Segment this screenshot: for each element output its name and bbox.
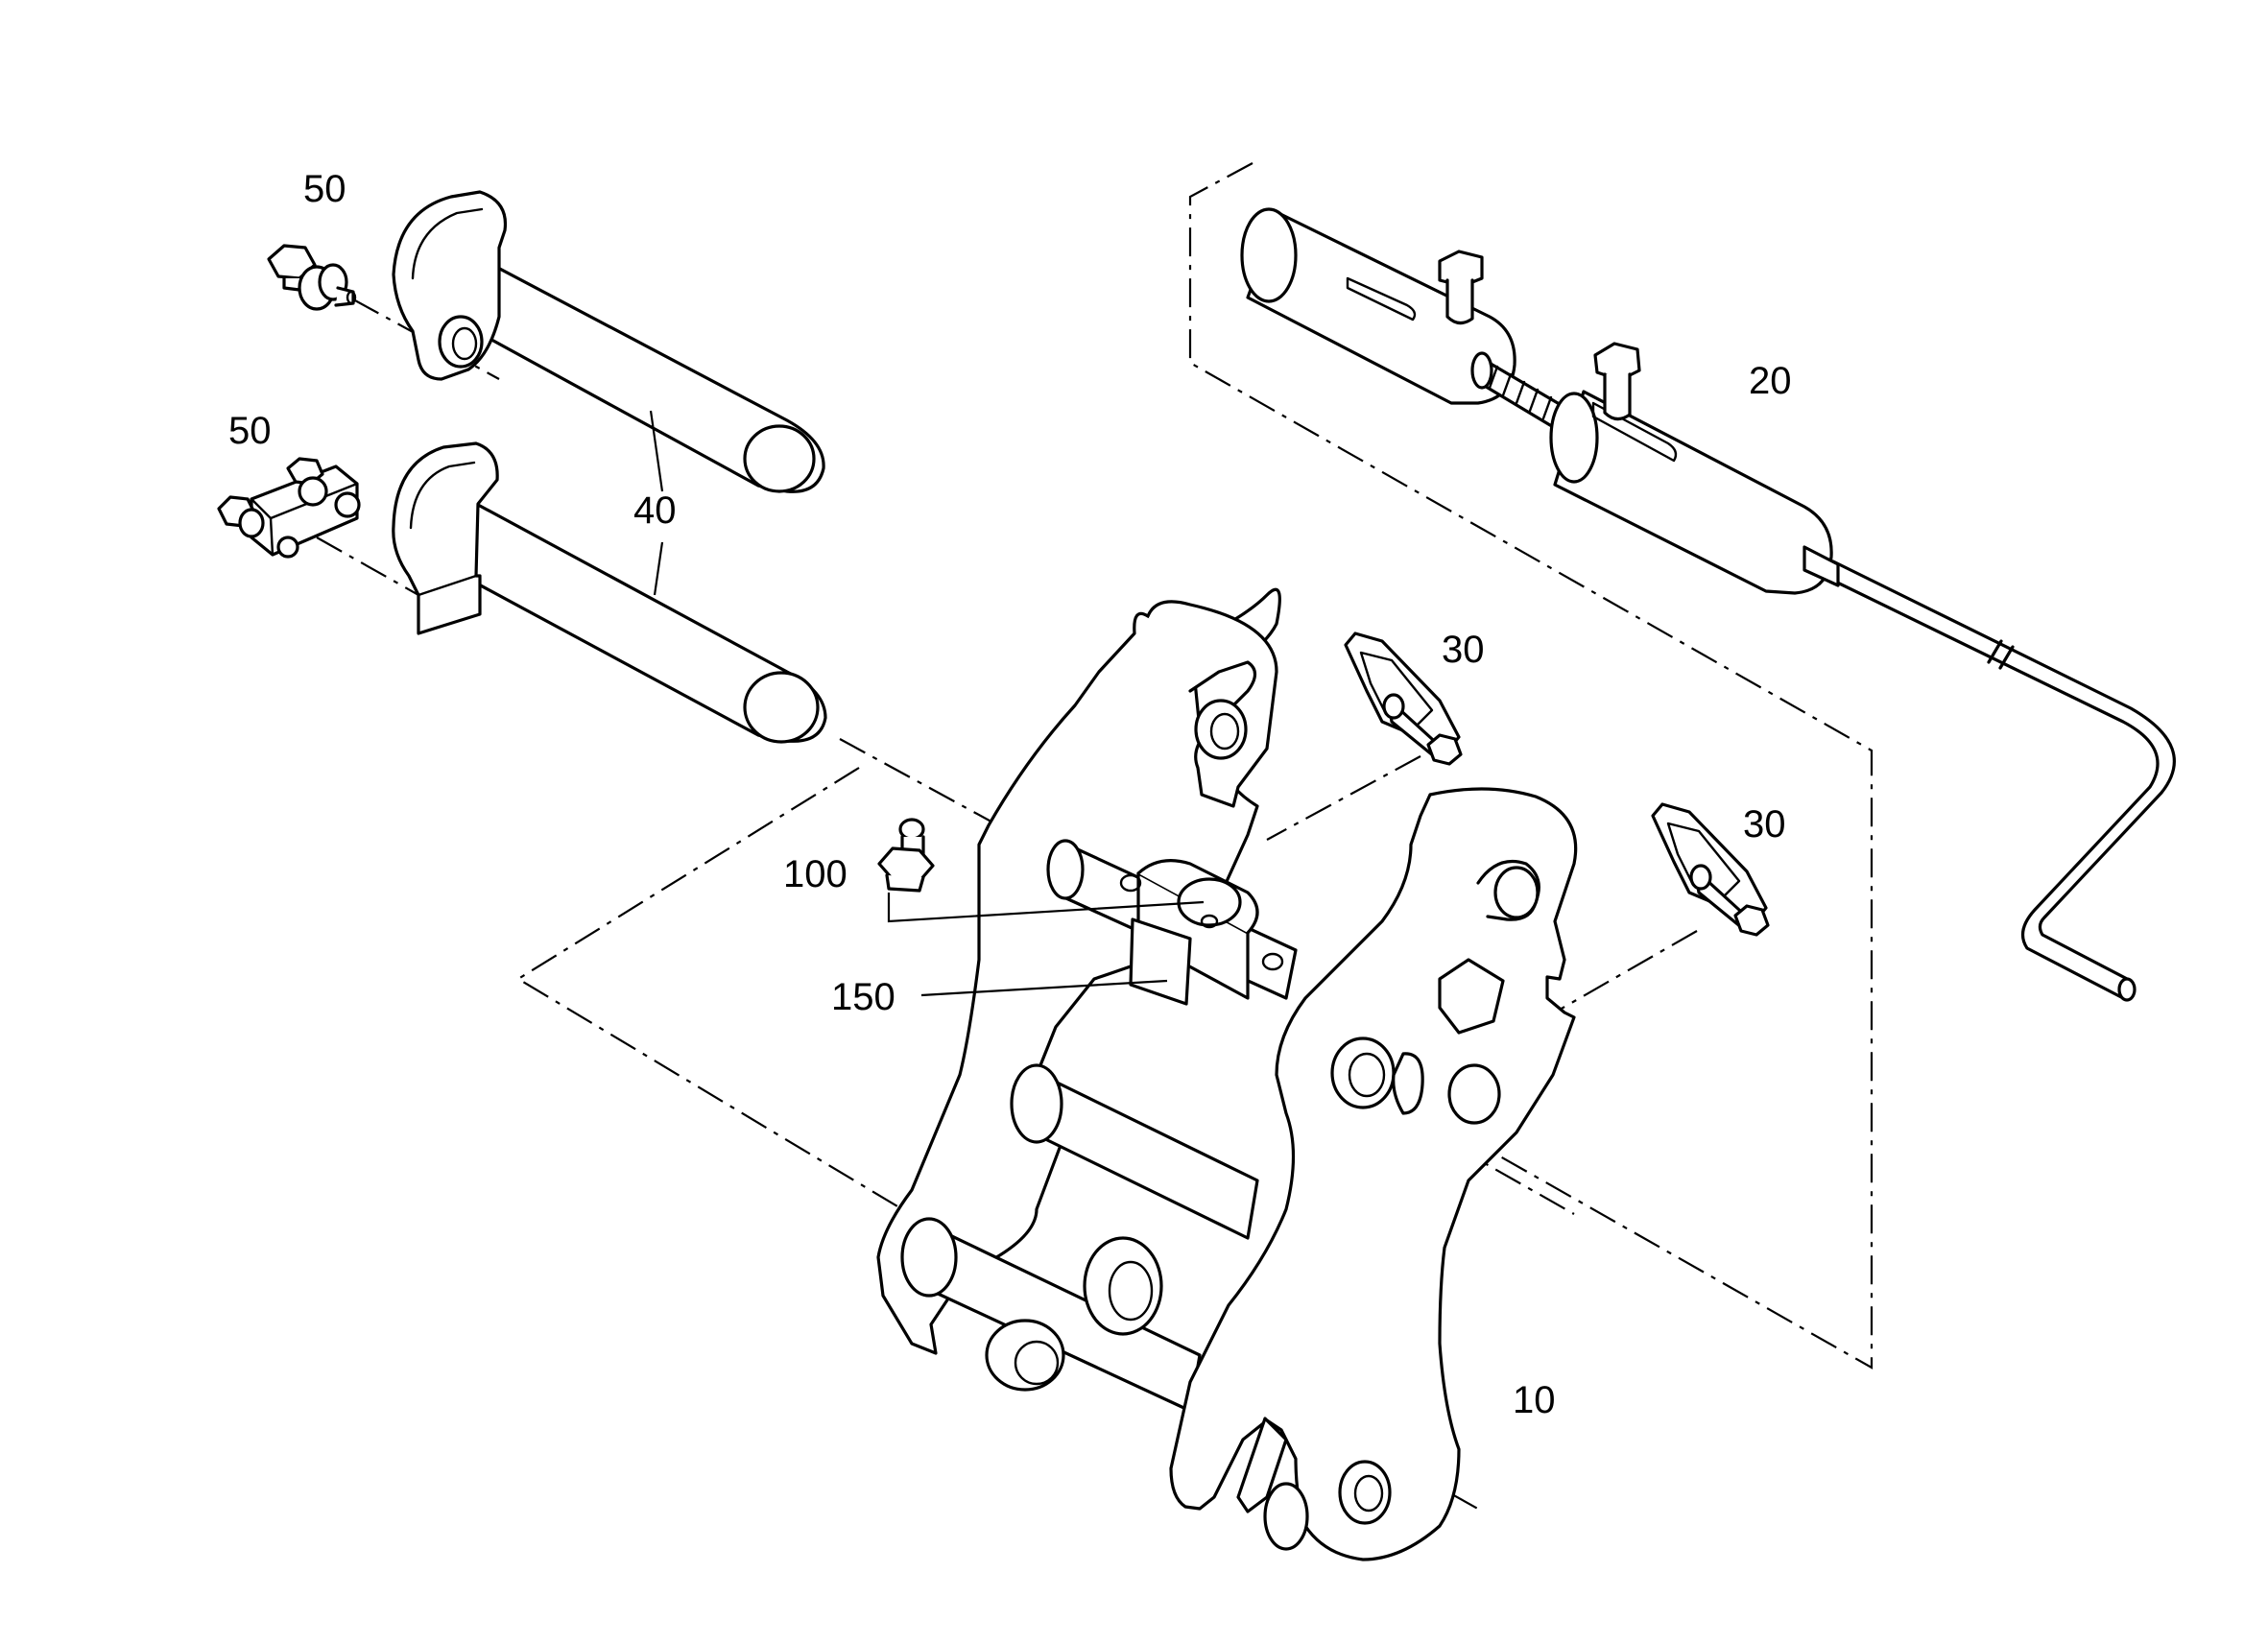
callout-150: 150 (831, 976, 895, 1018)
leader-40 (649, 410, 664, 596)
callout-50-lower: 50 (228, 410, 272, 452)
callout-20: 20 (1749, 360, 1792, 402)
callout-10: 10 (1513, 1379, 1556, 1421)
callout-30-lower: 30 (1743, 803, 1786, 846)
grease-nipple (877, 818, 1205, 923)
clip-lower (1651, 802, 1770, 937)
clip-upper (1344, 631, 1463, 766)
callout-100: 100 (783, 853, 848, 895)
bolt-upper (267, 244, 357, 311)
bolt-lower-plate (217, 457, 361, 559)
leader-150 (920, 979, 1168, 997)
callout-labels: 50 50 40 20 30 30 100 150 10 (228, 168, 1792, 1421)
pin-lower (392, 441, 827, 744)
callout-30-upper: 30 (1442, 629, 1485, 671)
adjustable-rod (1240, 207, 2176, 1002)
callout-50-upper: 50 (303, 168, 346, 210)
pin-upper (392, 190, 825, 493)
main-bracket (876, 587, 1578, 1561)
callout-40: 40 (633, 489, 677, 532)
